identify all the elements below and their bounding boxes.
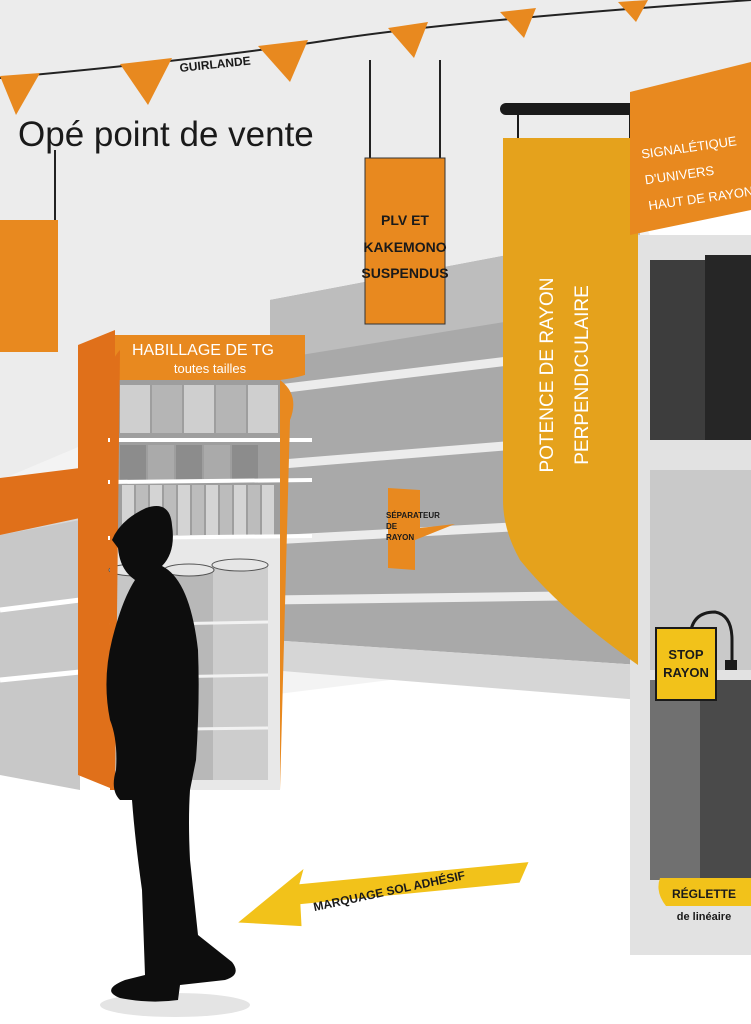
right-shelf-lower-side xyxy=(700,680,751,880)
stop-line-2: RAYON xyxy=(663,665,709,680)
pennant-flag-icon xyxy=(258,40,308,82)
pennant-flag-icon xyxy=(120,58,172,105)
reglette-line-1: RÉGLETTE xyxy=(672,886,736,901)
reglette-strip xyxy=(658,878,751,906)
pennant-flag-icon xyxy=(500,8,536,38)
tg-left-panel xyxy=(78,330,115,790)
stop-rayon-panel xyxy=(655,627,717,701)
habillage-line-1: HABILLAGE DE TG xyxy=(132,342,274,359)
right-shelf-base xyxy=(630,930,751,955)
separateur-text: SÉPARATEUR DE RAYON xyxy=(386,511,440,542)
page-title: Opé point de vente xyxy=(18,115,314,154)
pennant-flag-icon xyxy=(388,22,428,58)
potence-text: POTENCE DE RAYON PERPENDICULAIRE xyxy=(537,278,593,473)
potence-banner xyxy=(503,138,638,665)
left-shelf-line-2 xyxy=(0,669,81,683)
habillage-text: HABILLAGE DE TG toutes tailles xyxy=(132,342,274,376)
back-shelf-base xyxy=(270,640,640,700)
stop-rayon-arm xyxy=(688,610,734,660)
plv-kakemono-panel xyxy=(364,157,446,325)
potence-bar xyxy=(500,103,652,115)
plv-kakemono-text: PLV ET KAKEMONO SUSPENDUS xyxy=(361,212,448,281)
pennant-flag-icon xyxy=(618,0,648,22)
habillage-header-panel xyxy=(115,335,305,380)
tg-shelf-line-2 xyxy=(107,478,313,484)
person-silhouette-icon xyxy=(106,506,236,1002)
left-shelf-face xyxy=(0,520,80,790)
reglette-line-2: de linéaire xyxy=(677,911,731,923)
stop-rayon-text: STOP RAYON xyxy=(663,647,709,680)
habillage-line-2: toutes tailles xyxy=(174,361,247,376)
arrow-left-icon xyxy=(238,862,529,927)
left-shelf-line-1 xyxy=(0,597,81,613)
separateur-line-2: DE xyxy=(386,522,398,531)
right-shelf-box-side xyxy=(705,255,751,440)
left-hanging-panel xyxy=(0,220,58,352)
separateur-rayon-panel xyxy=(388,488,455,570)
stop-line-1: STOP xyxy=(668,647,703,662)
signaletique-panel xyxy=(630,62,751,235)
left-orange-banner xyxy=(0,468,80,535)
separateur-line-1: SÉPARATEUR xyxy=(386,511,440,520)
potence-line-2: PERPENDICULAIRE xyxy=(572,285,593,465)
plv-text-line-2: KAKEMONO xyxy=(363,239,446,255)
separateur-line-3: RAYON xyxy=(386,533,414,542)
stop-rayon-clip xyxy=(725,660,737,670)
plv-text-line-1: PLV ET xyxy=(381,212,429,228)
tg-products xyxy=(120,385,278,535)
potence-line-1: POTENCE DE RAYON xyxy=(537,278,558,473)
reglette-text: RÉGLETTE de linéaire xyxy=(672,886,736,923)
plv-text-line-3: SUSPENDUS xyxy=(361,265,448,281)
tg-right-frame xyxy=(280,380,294,790)
pennant-flag-icon xyxy=(0,73,40,115)
